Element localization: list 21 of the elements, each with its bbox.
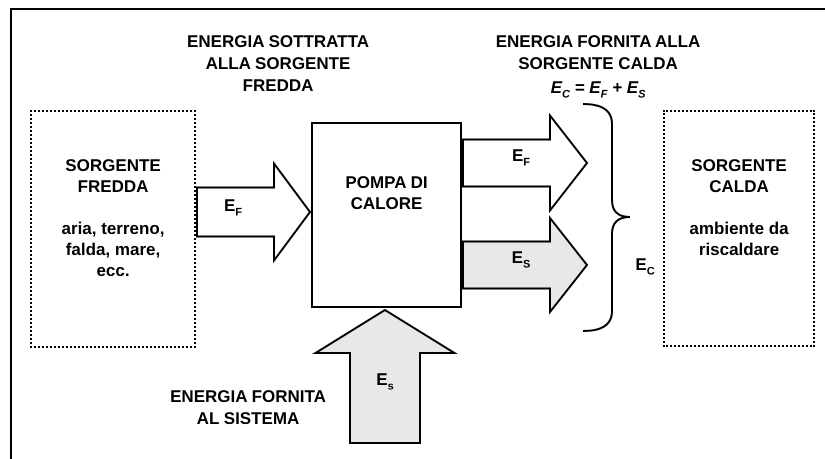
node-title: SORGENTE CALDA xyxy=(690,155,788,197)
annotation-text: ENERGIA FORNITA ALLA SORGENTE CALDA xyxy=(494,31,702,75)
block-arrow xyxy=(312,308,458,444)
edge-label: E$_{F}$ xyxy=(510,146,532,168)
node-text: aria, terreno, falda, mare, ecc. xyxy=(60,218,166,281)
annotation-text: ENERGIA SOTTRATTA ALLA SORGENTE FREDDA xyxy=(186,31,370,97)
process-box xyxy=(311,122,462,308)
edge-label: E$_{F}$ xyxy=(222,196,244,218)
annotation-text: ENERGIA FORNITA AL SISTEMA xyxy=(169,386,327,430)
block-arrow xyxy=(196,160,312,264)
formula: E$_{C}$ = E$_{F}$ + E$_{S}$ xyxy=(550,77,646,102)
node-title: POMPA DI CALORE xyxy=(344,172,429,214)
node-title: SORGENTE FREDDA xyxy=(64,155,162,197)
block-arrow xyxy=(462,215,588,315)
edge-label: E$_{S}$ xyxy=(510,248,532,270)
annotation-text: E$_{C}$ xyxy=(634,254,656,280)
edge-label: E$_{s}$ xyxy=(375,370,395,392)
node-text: ambiente da riscaldare xyxy=(689,218,789,260)
source-box xyxy=(30,110,196,348)
block-arrow xyxy=(462,112,588,214)
source-box xyxy=(663,110,815,347)
